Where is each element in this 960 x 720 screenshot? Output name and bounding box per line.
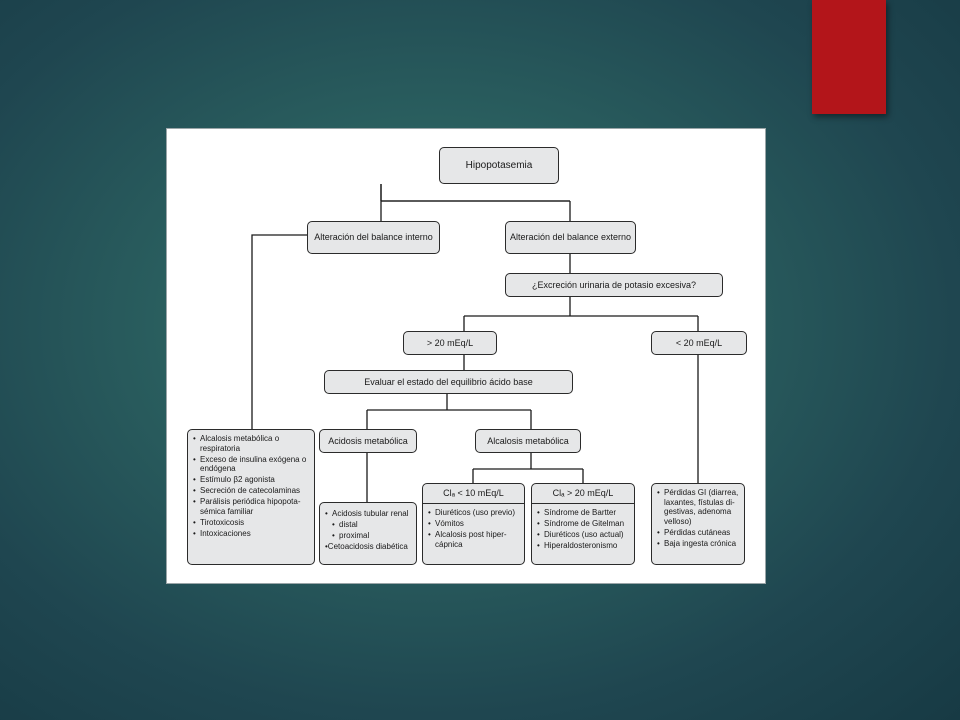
internal-cause-item: Alcalosis metabólica o respiratoria (193, 434, 310, 453)
cl-low-header: Clₐ < 10 mEq/L (423, 484, 524, 504)
cl-high-causes-box: Clₐ > 20 mEq/L Síndrome de Bartter Síndr… (531, 483, 635, 565)
node-greater-20-label: > 20 mEq/L (426, 337, 474, 348)
node-external-balance-label: Alteración del balance externo (509, 232, 632, 242)
internal-cause-item: Parálisis periódica hipopota-sémica fami… (193, 497, 310, 516)
internal-causes-list: Alcalosis metabólica o respiratoria Exce… (187, 429, 315, 565)
extrarenal-cause-item: Baja ingesta crónica (657, 539, 740, 549)
internal-cause-item: Exceso de insulina exógena o endógena (193, 455, 310, 474)
node-metabolic-alkalosis: Alcalosis metabólica (475, 429, 581, 453)
node-greater-20: > 20 mEq/L (403, 331, 497, 355)
slide-accent-tab (812, 0, 886, 114)
node-potassium-excretion-question: ¿Excreción urinaria de potasio excesiva? (505, 273, 723, 297)
cl-high-cause-item: Síndrome de Gitelman (537, 519, 630, 529)
node-hipopotasemia-label: Hipopotasemia (465, 160, 533, 171)
connector-lines (251, 184, 699, 502)
cl-low-causes-box: Clₐ < 10 mEq/L Diuréticos (uso previo) V… (422, 483, 525, 565)
internal-cause-item: Tirotoxicosis (193, 518, 310, 528)
node-evaluate-acid-base: Evaluar el estado del equilibrio ácido b… (324, 370, 573, 394)
node-less-20-label: < 20 mEq/L (675, 337, 723, 348)
cl-high-cause-item: Síndrome de Bartter (537, 508, 630, 518)
node-acidosis-label: Acidosis metabólica (328, 435, 408, 446)
node-external-balance: Alteración del balance externo (505, 221, 636, 254)
cl-low-cause-item: Diuréticos (uso previo) (428, 508, 520, 518)
node-evaluate-label: Evaluar el estado del equilibrio ácido b… (364, 376, 533, 387)
flowchart-panel: Hipopotasemia Alteración del balance int… (166, 128, 766, 584)
cl-high-header: Clₐ > 20 mEq/L (532, 484, 634, 504)
acidosis-causes-list: Acidosis tubular renal distal proximal •… (319, 502, 417, 565)
internal-cause-item: Secreción de catecolaminas (193, 486, 310, 496)
acidosis-cause-subitem: distal (325, 520, 412, 530)
node-internal-balance: Alteración del balance interno (307, 221, 440, 254)
node-alkalosis-label: Alcalosis metabólica (487, 435, 569, 446)
extrarenal-cause-item: Pérdidas cutáneas (657, 528, 740, 538)
node-internal-balance-label: Alteración del balance interno (314, 232, 433, 242)
internal-cause-item: Intoxicaciones (193, 529, 310, 539)
cl-high-cause-item: Hiperaldosteronismo (537, 541, 630, 551)
acidosis-cause-item: •Cetoacidosis diabética (325, 541, 408, 551)
node-metabolic-acidosis: Acidosis metabólica (319, 429, 417, 453)
internal-cause-item: Estímulo β2 agonista (193, 475, 310, 485)
cl-low-cause-item: Vómitos (428, 519, 520, 529)
cl-low-cause-item: Alcalosis post hiper-cápnica (428, 530, 520, 549)
extrarenal-causes-list: Pérdidas GI (diarrea, laxantes, fístulas… (651, 483, 745, 565)
acidosis-cause-subitem: proximal (325, 531, 412, 541)
node-question-label: ¿Excreción urinaria de potasio excesiva? (531, 279, 697, 290)
node-hipopotasemia: Hipopotasemia (439, 147, 559, 184)
acidosis-cause-item: Acidosis tubular renal (325, 509, 412, 519)
extrarenal-cause-item: Pérdidas GI (diarrea, laxantes, fístulas… (657, 488, 740, 526)
cl-high-cause-item: Diuréticos (uso actual) (537, 530, 630, 540)
node-less-20: < 20 mEq/L (651, 331, 747, 355)
